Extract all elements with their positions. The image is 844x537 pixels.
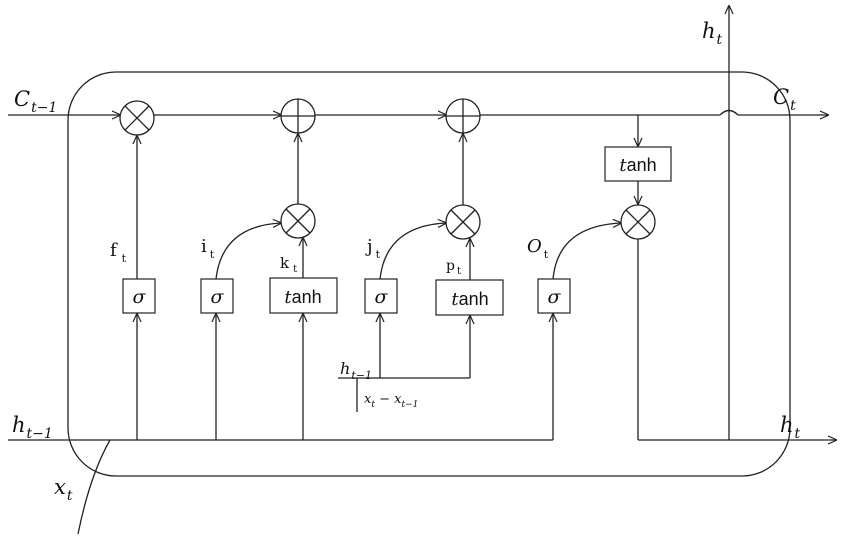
p-tanh-label: tanh [451,289,488,310]
j-multiply-node [446,205,480,239]
p-gate-label: pt [446,258,461,277]
k-tanh-label: tanh [284,287,321,308]
h-top-label: ht [702,19,723,48]
h-out-label: ht [780,413,801,442]
add-node-2 [446,99,480,133]
input-multiply-node [281,204,315,238]
j-gate-label: jt [365,236,381,261]
forget-gate-label: ft [110,240,127,265]
h-prev-label: ht−1 [12,413,53,442]
c-next-label: Ct [773,85,796,114]
output-multiply-node [621,205,655,239]
c-prev-label: Ct−1 [14,87,57,116]
x-input-label: xt [54,475,73,504]
k-gate-label: kt [280,254,297,275]
cell-boundary [68,72,790,476]
j-sigma-label: σ [375,286,389,308]
output-sigma-label: σ [548,286,562,308]
output-to-mult-arc [553,223,621,279]
output-tanh-label: tanh [619,155,656,176]
add-node-1 [281,99,315,133]
x-diff-label: xt − xt−1 [364,392,418,410]
input-sigma-label: σ [211,286,225,308]
forget-sigma-label: σ [133,286,147,308]
output-gate-label: Ot [527,236,549,261]
j-to-mult-arc [380,223,446,279]
x-input-curve [78,440,110,534]
forget-multiply-node [120,101,154,135]
input-to-mult-arc [216,223,281,279]
input-gate-label: it [201,236,215,261]
